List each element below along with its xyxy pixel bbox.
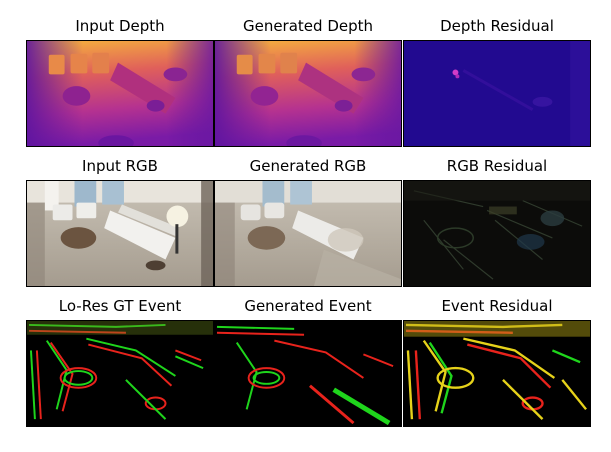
panel-title-generated-rgb: Generated RGB [249, 157, 367, 175]
panel-title-input-rgb: Input RGB [82, 157, 158, 175]
panel-title-rgb-residual: RGB Residual [446, 157, 548, 175]
panel-title-generated-event: Generated Event [244, 297, 372, 315]
image-generated-rgb [214, 180, 402, 287]
panel-title-event-residual: Event Residual [441, 297, 553, 315]
image-input-depth [26, 40, 214, 147]
panel-title-generated-depth: Generated Depth [242, 17, 374, 35]
image-depth-residual [403, 40, 591, 147]
image-rgb-residual [403, 180, 591, 287]
image-input-rgb [26, 180, 214, 287]
panel-title-input-depth: Input Depth [75, 17, 165, 35]
image-event-residual [403, 320, 591, 427]
image-generated-depth [214, 40, 402, 147]
panel-title-lo-res-gt-event: Lo-Res GT Event [58, 297, 182, 315]
image-lo-res-gt-event [26, 320, 214, 427]
panel-title-depth-residual: Depth Residual [440, 17, 554, 35]
image-generated-event [214, 320, 402, 427]
